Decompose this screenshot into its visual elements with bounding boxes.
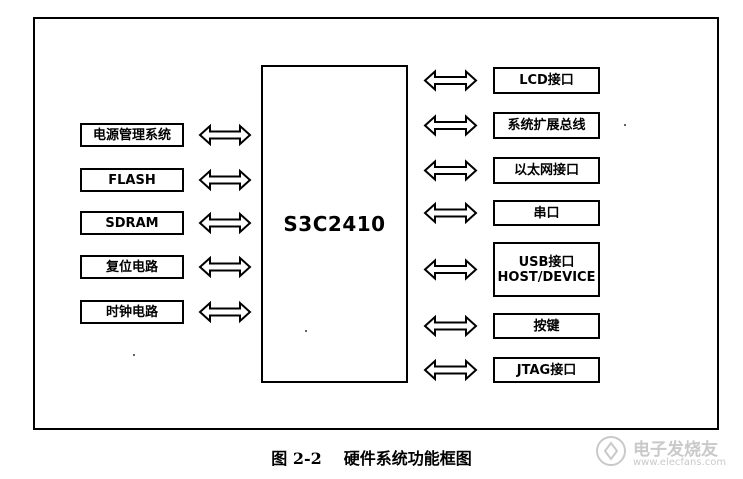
module-keys: 按键 xyxy=(493,313,600,339)
double-arrow-icon xyxy=(198,211,252,235)
double-arrow-icon xyxy=(423,201,478,225)
figure-number: 图 2-2 xyxy=(271,449,322,468)
module-flash: FLASH xyxy=(80,168,184,192)
double-arrow-icon xyxy=(423,258,478,281)
module-reset-circuit: 复位电路 xyxy=(80,255,184,279)
figure-title: 硬件系统功能框图 xyxy=(343,449,472,468)
double-arrow-icon xyxy=(198,255,252,279)
module-ethernet-interface: 以太网接口 xyxy=(493,157,600,184)
figure-caption: 图 2-2 硬件系统功能框图 xyxy=(0,445,743,469)
speck xyxy=(305,330,307,332)
cpu-block: S3C2410 xyxy=(261,65,408,383)
module-sdram: SDRAM xyxy=(80,211,184,235)
speck xyxy=(133,354,135,356)
double-arrow-icon xyxy=(198,168,252,192)
cpu-label: S3C2410 xyxy=(283,212,386,236)
module-power-management: 电源管理系统 xyxy=(80,123,184,147)
module-lcd-interface: LCD接口 xyxy=(493,67,600,94)
module-expansion-bus: 系统扩展总线 xyxy=(493,112,600,139)
module-serial-port: 串口 xyxy=(493,200,600,226)
module-usb-interface: USB接口 HOST/DEVICE xyxy=(493,242,600,297)
double-arrow-icon xyxy=(423,159,478,182)
watermark-url: www.elecfans.com xyxy=(633,457,727,468)
diagram-frame xyxy=(33,17,719,430)
watermark-name: 电子发烧友 xyxy=(633,440,718,460)
speck xyxy=(624,124,626,126)
module-clock-circuit: 时钟电路 xyxy=(80,300,184,324)
module-jtag-interface: JTAG接口 xyxy=(493,357,600,383)
double-arrow-icon xyxy=(423,314,478,338)
double-arrow-icon xyxy=(423,114,478,137)
double-arrow-icon xyxy=(423,69,478,92)
watermark-logo-icon xyxy=(596,436,626,466)
double-arrow-icon xyxy=(423,358,478,382)
speck xyxy=(420,460,422,462)
watermark: 电子发烧友 www.elecfans.com xyxy=(593,433,733,473)
double-arrow-icon xyxy=(198,123,252,147)
double-arrow-icon xyxy=(198,300,252,324)
